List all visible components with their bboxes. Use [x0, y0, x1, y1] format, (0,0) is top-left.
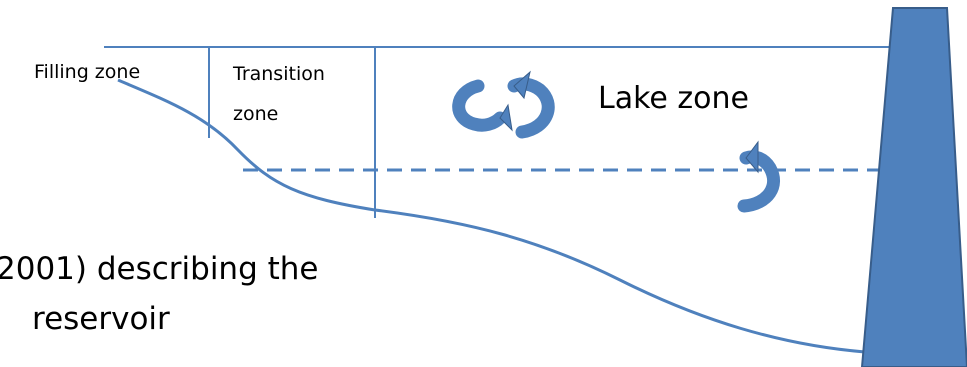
circulation-arrow-icon	[737, 140, 780, 213]
circulation-arrows-icon	[452, 70, 555, 139]
caption-line2: reservoir	[32, 301, 170, 337]
caption-line1: 2001) describing the	[0, 251, 319, 287]
dam-structure	[860, 7, 967, 367]
lake-zone-label: Lake zone	[598, 81, 749, 116]
filling-zone-label: Filling zone	[34, 61, 141, 83]
reservoir-bottom-profile	[117, 78, 866, 354]
transition-zone-label-line1: Transition	[233, 63, 325, 85]
transition-zone-label-line2: zone	[233, 103, 279, 125]
